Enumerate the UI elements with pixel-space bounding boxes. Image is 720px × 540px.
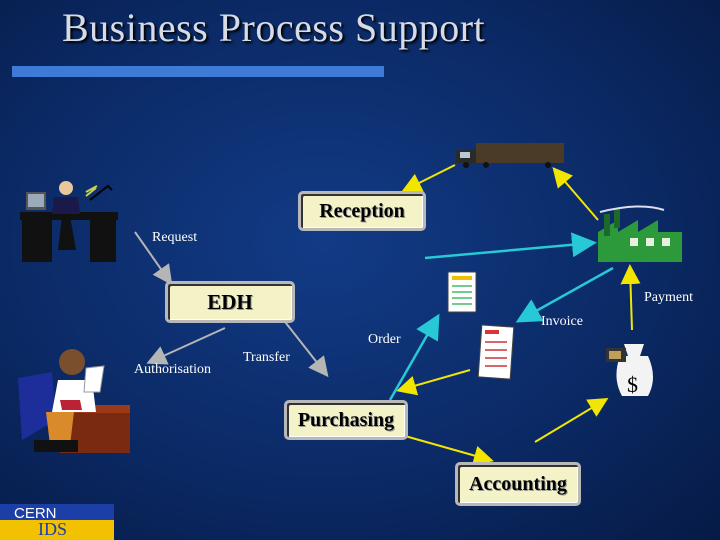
money-symbol: $ <box>627 372 638 397</box>
arrow-accounting-to-money <box>534 397 609 443</box>
reception-node: Reception <box>298 191 426 231</box>
factory-icon <box>598 205 682 262</box>
slide-title: Business Process Support <box>62 5 486 50</box>
title-underline <box>12 66 384 77</box>
arrow-purchasing-to-accounting <box>404 435 494 466</box>
ids-logo: IDS <box>0 519 114 540</box>
order-form-icon <box>447 271 477 313</box>
arrow-factory-to-truck <box>552 166 599 221</box>
authorisation-label: Authorisation <box>134 362 211 377</box>
arrow-factory-to-payment <box>620 264 641 331</box>
money-bag-icon <box>606 344 653 396</box>
purchasing-node: Purchasing <box>284 400 408 440</box>
edh-node: EDH <box>165 281 295 323</box>
cern-logo-text: CERN <box>14 505 57 522</box>
person-on-phone-icon <box>18 349 130 453</box>
invoice-label: Invoice <box>541 314 583 329</box>
arrow-invoice-to-purchasing <box>396 369 471 396</box>
invoice-form-icon <box>477 324 515 380</box>
ids-logo-text: IDS <box>38 519 68 539</box>
arrow-order-to-factory <box>424 232 597 260</box>
order-label: Order <box>368 332 401 347</box>
office-worker-icon <box>20 181 118 262</box>
arrow-request <box>134 231 173 286</box>
arrow-truck-to-reception <box>401 164 456 192</box>
arrow-authorisation <box>146 327 226 365</box>
arrow-transfer <box>281 317 329 378</box>
transfer-label: Transfer <box>243 350 290 365</box>
payment-label: Payment <box>644 290 693 305</box>
accounting-node: Accounting <box>455 462 581 506</box>
goods-truck-icon <box>456 143 564 168</box>
request-label: Request <box>152 230 198 245</box>
arrow-factory-to-invoice <box>515 266 614 323</box>
arrow-purchasing-to-order <box>388 313 440 401</box>
